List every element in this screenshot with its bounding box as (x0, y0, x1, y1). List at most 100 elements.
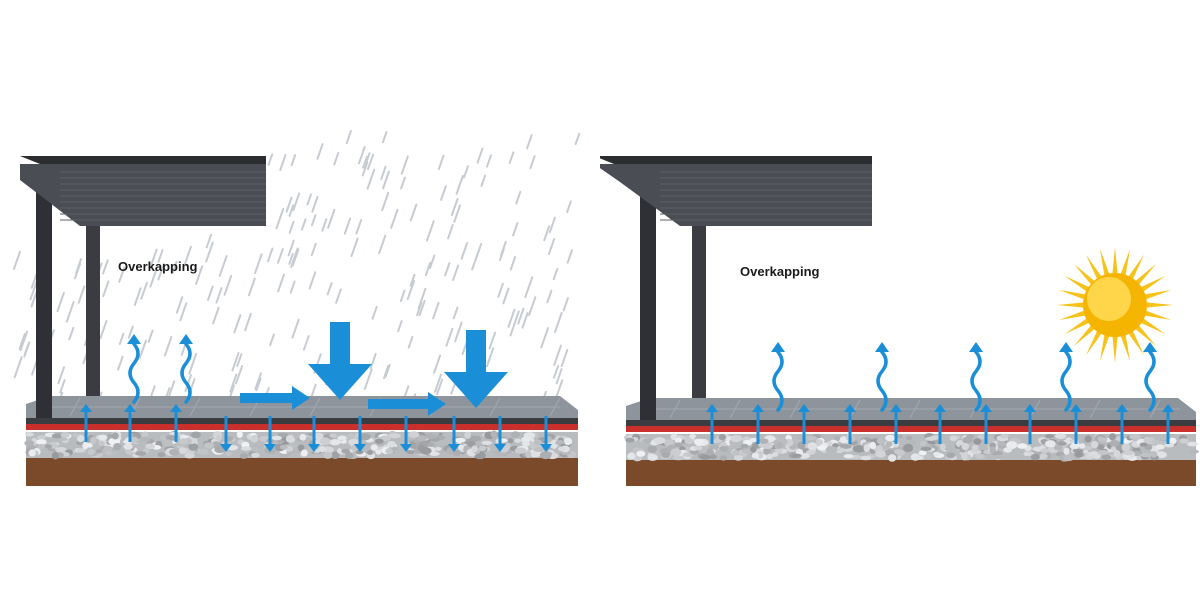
rain-streak (244, 312, 252, 332)
gravel-stone (293, 432, 300, 440)
base-layer (626, 420, 1196, 426)
rain-streak (528, 296, 537, 317)
wavy-arrow-icon (771, 342, 785, 352)
rain-streak (357, 145, 366, 165)
gravel-stone (636, 450, 646, 457)
rain-streak (147, 329, 154, 343)
gravel-stone (24, 432, 34, 437)
arrow-up-icon (890, 404, 902, 412)
wavy-arrow-icon (127, 334, 141, 344)
cover-label: Overkapping (740, 264, 820, 279)
rain-streak (432, 354, 442, 374)
gravel-stone (1090, 440, 1099, 449)
gravel-stone (1084, 445, 1093, 451)
base-layer (26, 418, 578, 424)
gravel-stone (1187, 441, 1199, 447)
gravel-stone (647, 445, 657, 454)
arrow-up-icon (752, 404, 764, 412)
rain-streak (277, 273, 285, 293)
rain-streak (287, 239, 295, 257)
arrow-right-shaft (240, 393, 294, 403)
rain-streak (254, 372, 262, 390)
rain-streak (291, 248, 300, 267)
rain-streak (399, 289, 406, 303)
sun-ray (1112, 247, 1118, 276)
gravel-stone (425, 433, 437, 440)
rain-streak (343, 217, 352, 235)
rain-streak (454, 321, 463, 343)
rain-streak (290, 154, 297, 167)
rain-streak (306, 193, 312, 206)
gravel-stone (555, 440, 565, 445)
rain-streak (381, 191, 390, 212)
gravel-stone (385, 448, 394, 455)
rain-streak (362, 155, 368, 169)
rain-streak (488, 331, 497, 350)
gravel-stone (1129, 433, 1141, 440)
gravel-stone (279, 444, 288, 450)
rain-streak (77, 285, 86, 304)
gravel-stone (920, 446, 932, 451)
roof-fascia (600, 164, 872, 226)
gravel-stone (694, 445, 703, 451)
gravel-stone (348, 438, 359, 445)
rain-streak (378, 234, 387, 255)
gravel-stone (962, 436, 973, 444)
rain-streak (400, 155, 409, 175)
rain-streak (30, 273, 38, 289)
gravel-stone (751, 452, 760, 459)
rain-streak (363, 368, 373, 390)
rain-streak (553, 311, 563, 334)
gravel-stone (241, 446, 252, 451)
rain-streak (310, 214, 317, 227)
water-arrows (80, 322, 552, 452)
gravel-stone (37, 443, 45, 450)
gravel-stone (909, 440, 917, 445)
gravel-stone (323, 451, 333, 459)
rain-streak (397, 319, 403, 333)
gravel-stones (24, 430, 577, 460)
rain-streak (409, 273, 416, 287)
gravel-stone (420, 447, 432, 455)
gravel-stone (318, 445, 327, 452)
sun-ray (1064, 317, 1091, 334)
rain-streak (218, 255, 228, 277)
gravel-stone (1097, 450, 1109, 455)
gravel-stone (863, 444, 871, 453)
gravel-stone (184, 453, 195, 459)
rain-streak (235, 365, 244, 385)
arrow-up-icon (934, 404, 946, 412)
wavy-arrow-icon-stem (128, 342, 140, 404)
wavy-arrow-icon (969, 342, 983, 352)
gravel-stone (1006, 441, 1018, 449)
rain-streak (485, 154, 492, 168)
gravel-stone (345, 452, 354, 459)
gravel-stone (406, 449, 415, 455)
rain-streak (450, 197, 459, 217)
gravel-stone (791, 453, 802, 459)
gravel-stone (521, 436, 531, 443)
rain-streak (333, 151, 340, 166)
gravel-stone (359, 432, 371, 441)
rain-streak (553, 344, 562, 366)
rain-streak (57, 366, 65, 385)
gravel-stone (762, 448, 772, 455)
gravel-stone (1053, 445, 1063, 451)
rain-streak (288, 220, 295, 234)
rain-streak (543, 225, 551, 242)
gravel-stone (426, 442, 435, 447)
sun-ray (1134, 324, 1157, 347)
gravel-stone (111, 432, 119, 440)
rain-streak (409, 203, 418, 222)
rain-streak (566, 200, 572, 214)
rain-streak (552, 365, 560, 379)
rain-streak (302, 335, 310, 351)
rain-streak (30, 291, 38, 308)
gravel-stone (750, 446, 757, 453)
roof-ribs (60, 171, 266, 221)
gravel-stone (481, 440, 493, 445)
gravel-stone (1084, 435, 1092, 443)
gravel-stone (709, 454, 718, 460)
arrow-down-icon (220, 444, 232, 452)
wavy-arrow-icon (1143, 342, 1157, 352)
